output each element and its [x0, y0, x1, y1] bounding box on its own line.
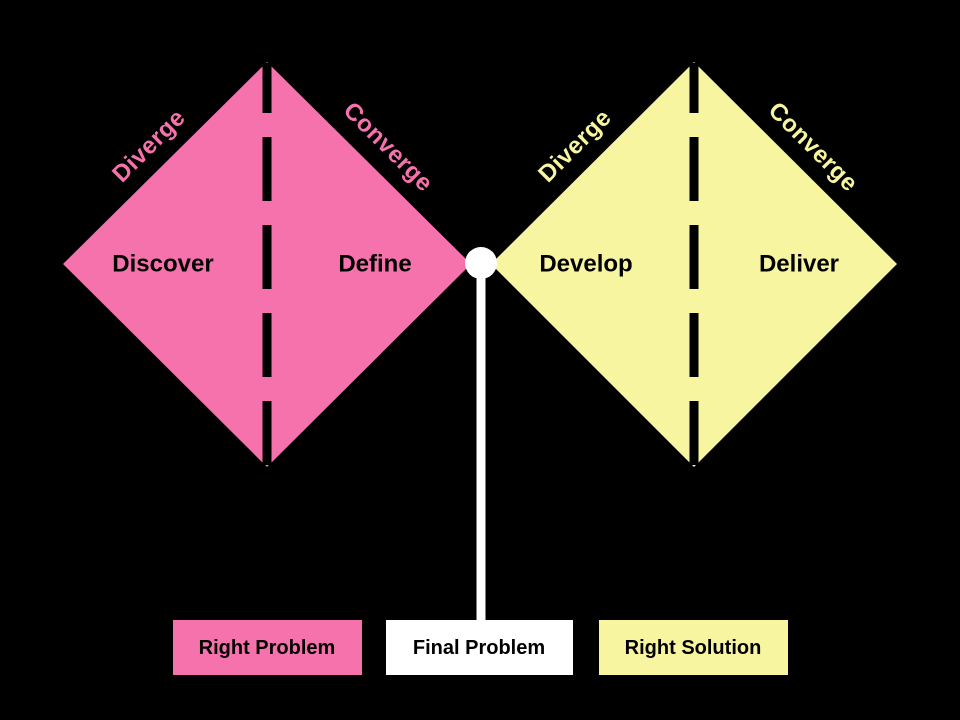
center-node-circle — [465, 247, 497, 279]
final-problem-box-label: Final Problem — [413, 637, 545, 659]
define-phase-label: Define — [338, 251, 411, 278]
final-problem-box — [386, 620, 573, 675]
develop-phase-label: Develop — [539, 251, 632, 278]
discover-phase-label: Discover — [112, 251, 213, 278]
right-problem-box-label: Right Problem — [199, 637, 336, 659]
right-solution-box — [599, 620, 788, 675]
right-problem-box — [173, 620, 362, 675]
right-solution-box-label: Right Solution — [625, 637, 762, 659]
deliver-phase-label: Deliver — [759, 251, 839, 278]
